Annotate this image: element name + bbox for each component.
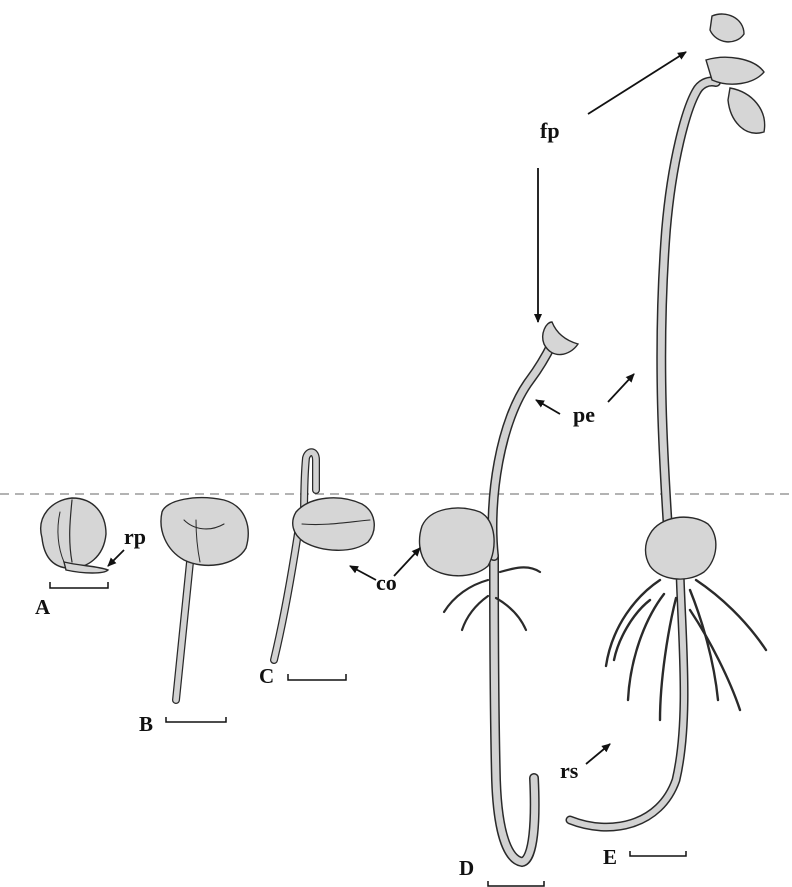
arrow-co-to-c: [350, 566, 376, 580]
label-fp: fp: [540, 120, 560, 142]
scale-bar-a: [50, 582, 108, 588]
panel-label-e: E: [603, 847, 617, 868]
seedling-b: [161, 498, 248, 700]
arrow-rp-to-a: [108, 550, 124, 566]
arrow-co-to-d: [394, 548, 420, 576]
seedling-e: [570, 14, 766, 827]
label-rs: rs: [560, 760, 578, 782]
arrow-pe-to-e: [608, 374, 634, 402]
label-rp: rp: [124, 526, 146, 548]
panel-label-d: D: [459, 858, 474, 879]
scale-bar-c: [288, 674, 346, 680]
label-pe: pe: [573, 404, 595, 426]
label-co: co: [376, 572, 397, 594]
panel-label-a: A: [35, 597, 50, 618]
scale-bar-e: [630, 851, 686, 856]
seedling-a: [41, 498, 108, 573]
scale-bar-b: [166, 717, 226, 722]
seedling-d: [420, 322, 578, 862]
arrow-rs-to-e: [586, 744, 610, 764]
seedling-c: [274, 452, 374, 660]
panel-label-b: B: [139, 714, 153, 735]
arrow-fp-to-e: [588, 52, 686, 114]
scale-bar-d: [488, 881, 544, 886]
panel-label-c: C: [259, 666, 274, 687]
arrow-pe-to-d: [536, 400, 560, 414]
